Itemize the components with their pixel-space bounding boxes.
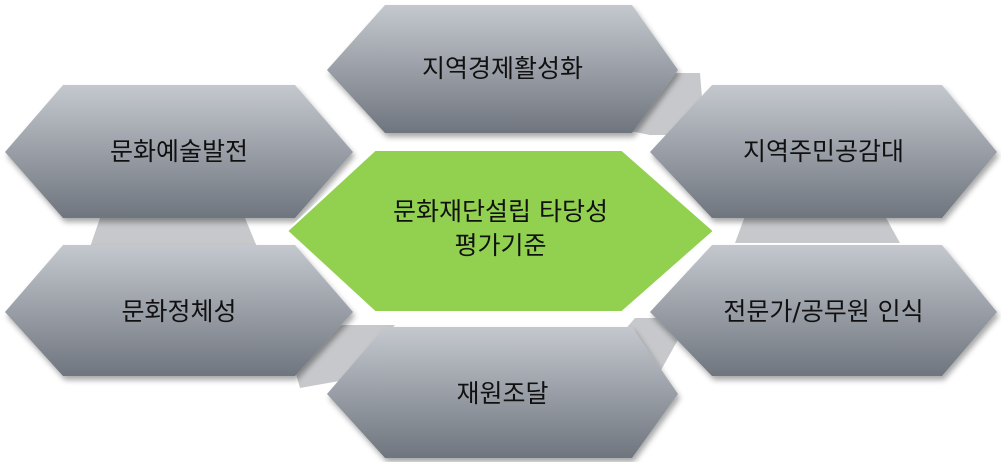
hexagon-lower-right	[650, 245, 997, 376]
hexagon-top	[327, 5, 678, 133]
label-lower-left-text: 문화정체성	[121, 297, 237, 326]
label-upper-right-text: 지역주민공감대	[742, 137, 904, 166]
label-bottom-text: 재원조달	[456, 379, 549, 408]
hexagon-lower-left	[5, 245, 353, 376]
label-lower-right: 전문가/공무원 인식	[650, 295, 997, 329]
connector-lower-left-upper-left	[90, 218, 257, 247]
label-lower-right-text: 전문가/공무원 인식	[723, 297, 924, 326]
label-upper-left-text: 문화예술발전	[109, 137, 248, 166]
connector-upper-right-lower-right	[735, 216, 900, 243]
label-center: 문화재단설립 타당성 평가기준	[287, 195, 714, 263]
label-center-line1: 문화재단설립 타당성	[393, 197, 608, 226]
label-bottom: 재원조달	[327, 377, 678, 411]
hexagon-center	[285, 149, 716, 313]
label-top: 지역경제활성화	[327, 52, 678, 86]
label-center-line2: 평가기준	[454, 231, 547, 260]
label-lower-left: 문화정체성	[5, 295, 353, 329]
hexagon-bottom	[327, 327, 678, 458]
label-upper-left: 문화예술발전	[5, 135, 353, 169]
hexagon-upper-right	[650, 85, 997, 218]
label-top-text: 지역경제활성화	[421, 54, 583, 83]
hexagon-upper-left	[5, 85, 353, 218]
label-upper-right: 지역주민공감대	[650, 135, 997, 169]
